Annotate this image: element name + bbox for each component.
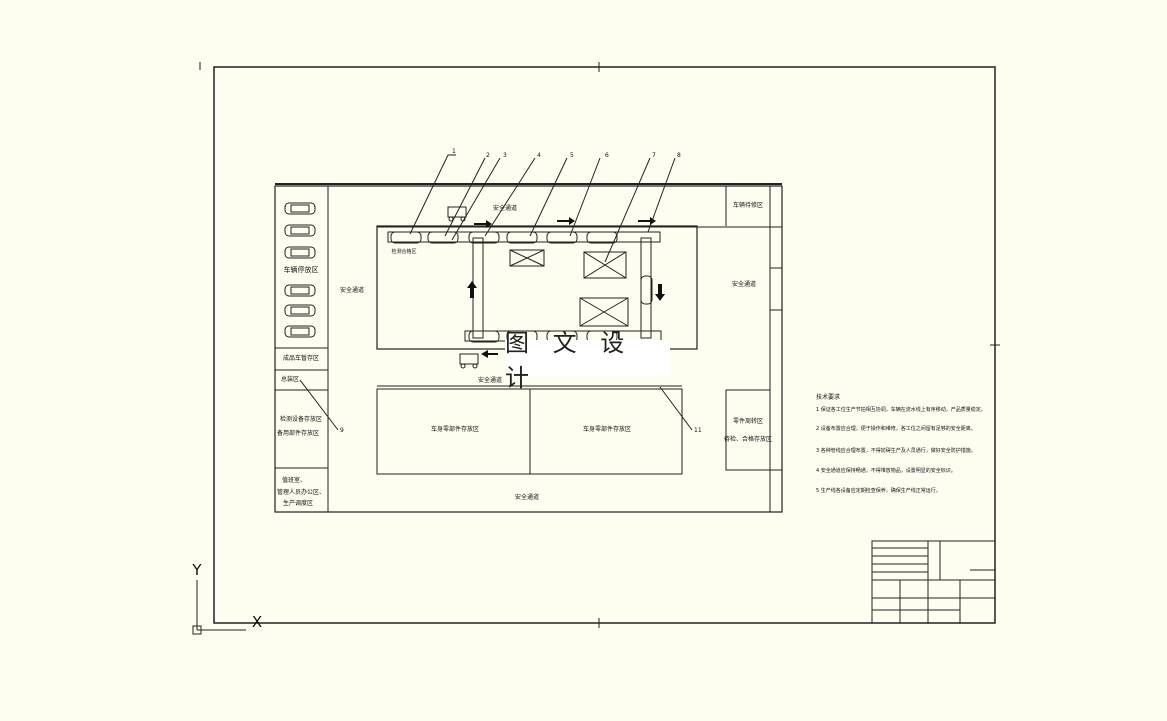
bottom-left-label: 车身零部件存放区 [431,425,479,433]
right-box-a-label: 零件周转区 [733,417,763,425]
line-small-label: 检测合格区 [391,248,416,255]
left-box3b-label: 备用部件存放区 [277,429,319,437]
left-box1-label: 成品车暂存区 [283,354,319,362]
y-axis-label: Y [191,561,202,579]
left-box4c-label: 生产调度区 [283,499,313,507]
factory-plan: 车辆停放区 成品车暂存区 总装区 检测设备存放区 备用部件存放区 值班室、 管理… [274,148,783,513]
left-aisle-label: 安全通道 [340,286,364,294]
flow-arrows [467,217,665,358]
ucs-icon: Y X [191,561,262,635]
notes-title: 技术要求 [816,393,840,401]
technical-notes: 技术要求 1 保证各工位生产节拍相互协调，车辆在流水线上有序移动，产品质量稳定。… [816,393,986,494]
callout-4: 4 [537,152,541,159]
bottom-aisle-b-label: 安全通道 [515,493,539,501]
left-box4b-label: 管理人员办公区、 [277,488,325,496]
callout-5: 5 [570,152,574,159]
callout-leaders [299,154,693,431]
bottom-right-label: 车身零部件存放区 [583,425,631,433]
forklift-icons [447,206,479,369]
top-aisle-label: 安全通道 [493,204,517,212]
note-5: 5 生产线各设备应定期检查保养，确保生产线正常运行。 [816,487,941,494]
callout-7: 7 [652,152,656,159]
right-box-b-label: 待检、合格存放区 [724,435,772,443]
bottom-aisle-a-label: 安全通道 [478,376,502,384]
callout-8: 8 [677,152,681,159]
callout-1: 1 [452,148,456,155]
title-block [871,540,996,624]
note-2: 2 设备布置应合理，便于操作和维修，各工位之间留有足够的安全距离。 [816,425,976,432]
left-box3a-label: 检测设备存放区 [280,415,322,423]
callout-11: 11 [694,427,702,434]
callout-3: 3 [503,152,507,159]
x-axis-label: X [252,613,262,631]
note-3: 3 各种管线应合理布置，不得妨碍生产及人员通行，做好安全防护措施。 [816,447,976,454]
left-box2-label: 总装区 [281,375,299,383]
factory-outline [274,185,783,513]
right-top-label: 车辆待修区 [733,201,763,209]
station-frames [509,249,629,327]
left-box4a-label: 值班室、 [282,476,306,484]
parked-cars [284,202,316,338]
note-4: 4 安全通道应保持畅通，不得堆放物品，设置明显的安全标识。 [816,467,956,474]
parking-area-label: 车辆停放区 [284,265,319,274]
callout-numbers: 1 2 3 4 5 6 7 8 9 11 [340,148,702,434]
note-1: 1 保证各工位生产节拍相互协调，车辆在流水线上有序移动，产品质量稳定。 [816,406,986,413]
watermark-banner: 图 文 设 计 [505,329,670,392]
callout-9: 9 [340,427,344,434]
right-aisle-label: 安全通道 [732,280,756,288]
callout-2: 2 [486,152,490,159]
callout-6: 6 [605,152,609,159]
